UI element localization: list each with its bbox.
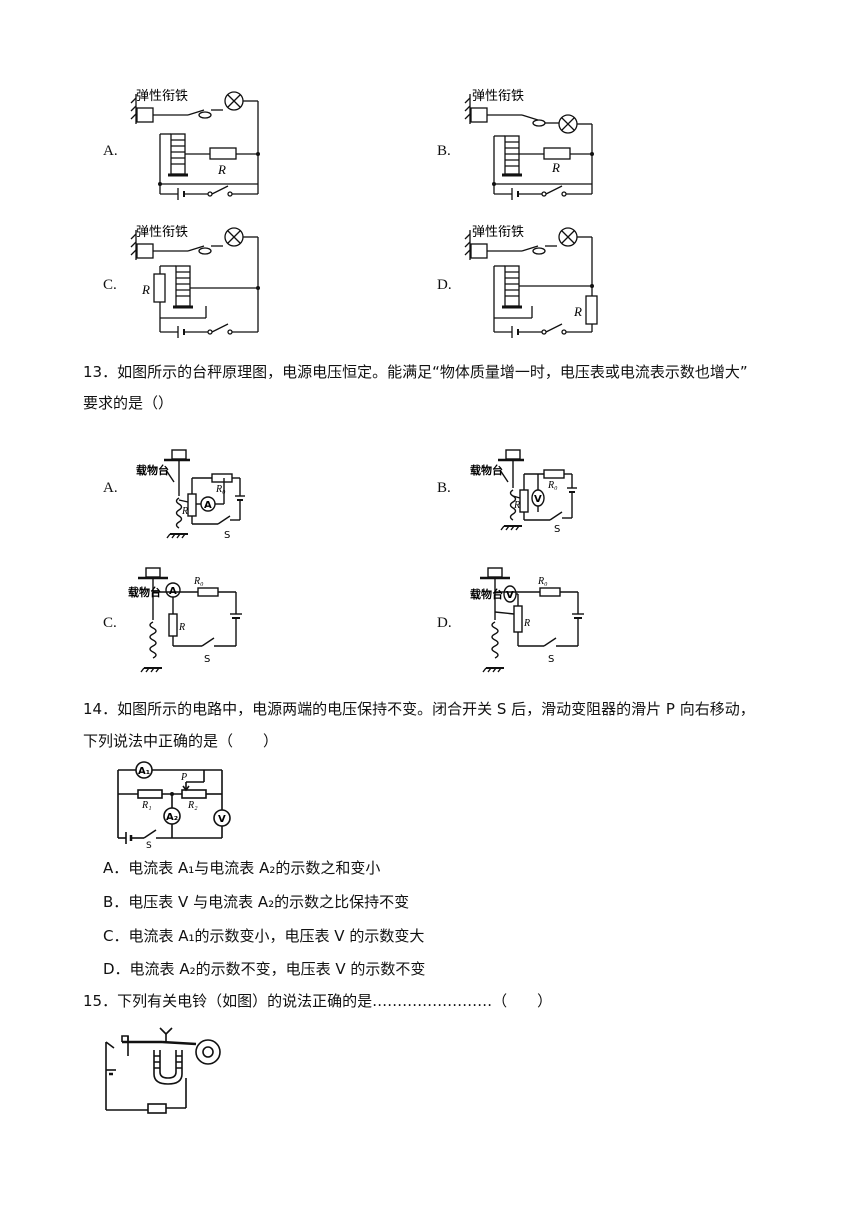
q12-circuit-d: 弹性衔铁 R (464, 225, 598, 338)
q14-choice-d[interactable]: D．电流表 A₂的示数不变，电压表 V 的示数不变 (103, 960, 426, 978)
q13-d-r-label: R (523, 618, 530, 629)
q12-circuit-b: 弹性衔铁 R (464, 89, 594, 200)
q14-stem-line2: 下列说法中正确的是（ ） (83, 732, 279, 750)
q12-d-armature-text: 弹性衔铁 (472, 225, 524, 240)
q14-a1-label: A₁ (138, 766, 150, 777)
q13-stem-line2: 要求的是（） (83, 394, 174, 412)
q14-p-label: P (180, 772, 187, 783)
q13-b-r0-label: R₀ (547, 480, 558, 491)
q12-option-d-label[interactable]: D. (437, 277, 452, 293)
q13-circuit-b: 载物台 V R R₀ S (470, 449, 577, 535)
q12-option-c-label[interactable]: C. (103, 277, 117, 293)
q12-d-r-label: R (573, 304, 582, 319)
q13-b-switch-label: S (554, 524, 560, 535)
q15-bell-figure (105, 1027, 221, 1114)
q14-r2-label: R₂ (187, 800, 198, 811)
q13-a-platform-text: 载物台 (136, 463, 169, 477)
q13-option-a-label[interactable]: A. (103, 480, 118, 496)
q12-c-armature-text: 弹性衔铁 (136, 225, 188, 240)
q12-a-r-label: R (217, 162, 226, 177)
q13-d-switch-label: S (548, 654, 554, 665)
q13-b-r-label: R (513, 500, 520, 511)
q14-circuit: A₁ R₁ P R₂ A₂ V S (117, 761, 231, 848)
q12-option-b-label[interactable]: B. (437, 143, 451, 159)
q12-circuit-c: 弹性衔铁 R (130, 225, 260, 338)
q14-v-label: V (218, 814, 226, 825)
q15-stem-line1: 15．下列有关电铃（如图）的说法正确的是……………………（ ） (83, 992, 553, 1010)
q13-c-switch-label: S (204, 654, 210, 665)
q13-d-r0-label: R₀ (537, 576, 548, 587)
q13-c-r-label: R (178, 622, 185, 633)
q13-a-r0-label: R₀ (215, 484, 226, 495)
q13-b-meter: V (534, 494, 542, 505)
q13-c-meter: A (169, 586, 177, 597)
q13-circuit-d: 载物台 V R R₀ S (470, 567, 584, 673)
q13-circuit-c: 载物台 A R R₀ S (128, 567, 242, 673)
q14-choice-c[interactable]: C．电流表 A₁的示数变小，电压表 V 的示数变大 (103, 927, 425, 945)
q14-s-label: S (146, 841, 152, 848)
q14-a2-label: A₂ (166, 812, 178, 823)
q14-choice-a[interactable]: A．电流表 A₁与电流表 A₂的示数之和变小 (103, 859, 381, 877)
q14-choice-b[interactable]: B．电压表 V 与电流表 A₂的示数之比保持不变 (103, 893, 410, 911)
q12-c-r-label: R (141, 282, 150, 297)
q14-stem-line1: 14．如图所示的电路中，电源两端的电压保持不变。闭合开关 S 后，滑动变阻器的滑… (83, 700, 755, 718)
q13-a-switch-label: S (224, 530, 230, 541)
q12-a-armature-text: 弹性衔铁 (136, 89, 188, 104)
q13-option-c-label[interactable]: C. (103, 615, 117, 631)
q13-d-platform-text: 载物台 (470, 587, 503, 601)
q13-a-meter: A (204, 500, 212, 511)
q13-b-platform-text: 载物台 (470, 463, 503, 477)
q13-circuit-a: 载物台 A R R₀ S (136, 449, 245, 541)
q13-a-r-label: R (181, 506, 188, 517)
q12-circuit-a: 弹性衔铁 R (130, 89, 260, 200)
q13-stem-line1: 13．如图所示的台秤原理图，电源电压恒定。能满足“物体质量增一时，电压表或电流表… (83, 363, 748, 381)
q12-option-a-label[interactable]: A. (103, 143, 118, 159)
q12-b-r-label: R (551, 160, 560, 175)
q13-option-b-label[interactable]: B. (437, 480, 451, 496)
q14-r1-label: R₁ (141, 800, 152, 811)
q13-d-meter: V (506, 590, 514, 601)
q13-c-platform-text: 载物台 (128, 585, 161, 599)
q12-b-armature-text: 弹性衔铁 (472, 89, 524, 104)
q13-c-r0-label: R₀ (193, 576, 204, 587)
q13-option-d-label[interactable]: D. (437, 615, 452, 631)
